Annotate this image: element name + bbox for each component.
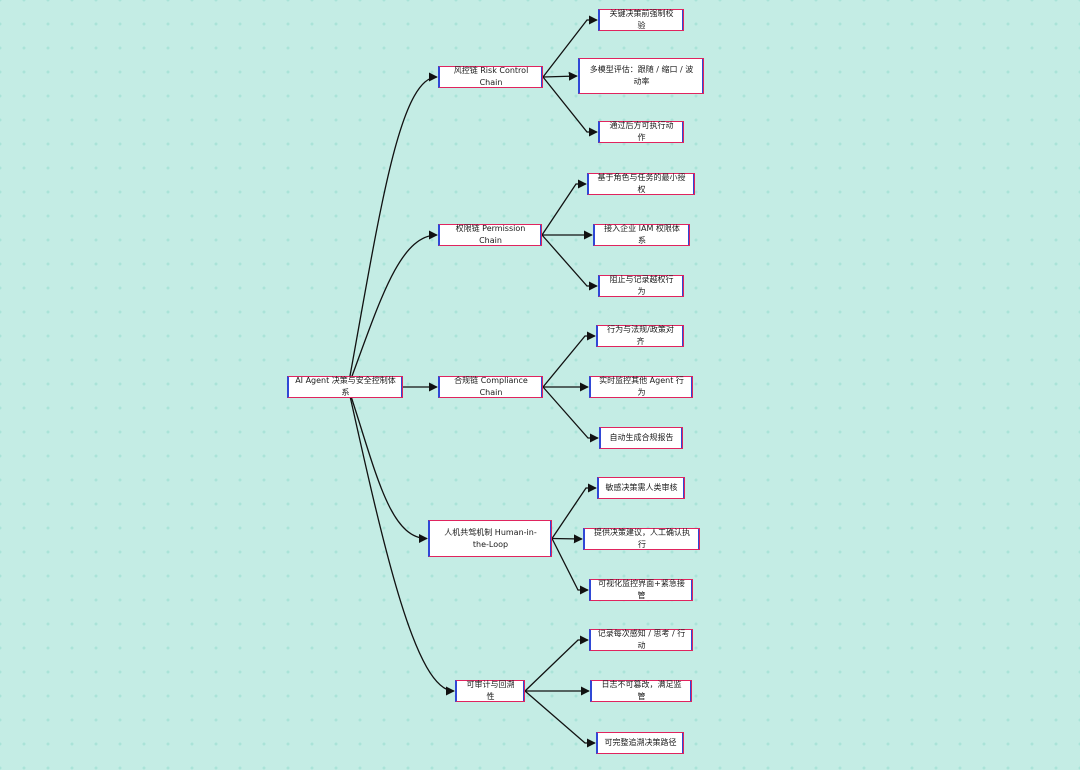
leaf-label: 记录每次感知 / 思考 / 行动 <box>597 629 686 650</box>
leaf-node[interactable]: 敏感决策需人类审核 <box>597 477 685 499</box>
leaf-label: 提供决策建议，人工确认执行 <box>594 528 690 549</box>
edge-root-branch <box>347 230 438 388</box>
leaf-node[interactable]: 可完整追溯决策路径 <box>596 732 684 754</box>
leaf-node[interactable]: 多模型评估：跟随 / 缩口 / 波动率 <box>578 58 704 94</box>
leaf-label: 自动生成合规报告 <box>609 433 674 442</box>
leaf-node[interactable]: 提供决策建议，人工确认执行 <box>583 528 700 550</box>
leaf-node[interactable]: 接入企业 IAM 权限体系 <box>593 224 690 246</box>
leaf-label: 关键决策前强制校验 <box>609 9 674 30</box>
branch-label: 风控链 Risk Control Chain <box>453 66 529 87</box>
edge-branch-leaf <box>524 690 596 748</box>
branch-label: 可审计与回溯性 <box>466 680 515 701</box>
leaf-node[interactable]: 自动生成合规报告 <box>599 427 683 449</box>
leaf-label: 接入企业 IAM 权限体系 <box>604 224 680 245</box>
root-node[interactable]: AI Agent 决策与安全控制体系 <box>287 376 403 398</box>
leaf-node[interactable]: 行为与法规/政策对齐 <box>596 325 684 347</box>
leaf-label: 多模型评估：跟随 / 缩口 / 波动率 <box>589 65 694 86</box>
branch-label: 合规链 Compliance Chain <box>454 376 528 397</box>
edge-branch-leaf <box>541 234 598 291</box>
edge-branch-leaf <box>542 71 578 81</box>
leaf-label: 日志不可篡改，满足监管 <box>601 680 682 701</box>
leaf-node[interactable]: 基于角色与任务的最小授权 <box>587 173 695 195</box>
branch-label: 人机共驾机制 Human-in-the-Loop <box>444 527 537 549</box>
edge-branch-leaf <box>551 538 589 595</box>
leaf-node[interactable]: 日志不可篡改，满足监管 <box>590 680 692 702</box>
branch-risk-control[interactable]: 风控链 Risk Control Chain <box>438 66 543 88</box>
edge-branch-leaf <box>542 76 598 137</box>
edge-branch-leaf <box>542 331 596 388</box>
edge-branch-leaf <box>551 483 597 539</box>
leaf-node[interactable]: 记录每次感知 / 思考 / 行动 <box>589 629 693 651</box>
leaf-node[interactable]: 关键决策前强制校验 <box>598 9 684 31</box>
branch-label: 权限链 Permission Chain <box>455 224 526 245</box>
leaf-node[interactable]: 通过后方可执行动作 <box>598 121 684 143</box>
edge-branch-leaf <box>524 635 589 692</box>
branch-compliance[interactable]: 合规链 Compliance Chain <box>438 376 543 398</box>
edge-branch-leaf <box>542 386 599 443</box>
edge-branch-leaf <box>541 179 587 236</box>
leaf-label: 可完整追溯决策路径 <box>604 738 677 747</box>
leaf-label: 实时监控其他 Agent 行为 <box>599 376 684 397</box>
edge-branch-leaf <box>542 15 598 78</box>
leaf-node[interactable]: 可视化监控界面+紧急接管 <box>589 579 693 601</box>
leaf-label: 敏感决策需人类审核 <box>605 483 678 492</box>
leaf-node[interactable]: 实时监控其他 Agent 行为 <box>589 376 693 398</box>
branch-human-in-the-loop[interactable]: 人机共驾机制 Human-in-the-Loop <box>428 520 552 557</box>
root-node-label: AI Agent 决策与安全控制体系 <box>295 376 396 397</box>
branch-permission[interactable]: 权限链 Permission Chain <box>438 224 542 246</box>
edge-root-branch <box>347 386 428 544</box>
branch-auditability[interactable]: 可审计与回溯性 <box>455 680 525 702</box>
leaf-label: 阻止与记录越权行为 <box>609 275 674 296</box>
leaf-label: 可视化监控界面+紧急接管 <box>598 579 685 600</box>
leaf-label: 基于角色与任务的最小授权 <box>597 173 686 194</box>
leaf-node[interactable]: 阻止与记录越权行为 <box>598 275 684 297</box>
edge-branch-leaf <box>551 534 583 544</box>
leaf-label: 行为与法规/政策对齐 <box>607 325 674 346</box>
edge-root-branch <box>347 72 438 388</box>
leaf-label: 通过后方可执行动作 <box>609 121 674 142</box>
edge-root-branch <box>347 386 455 696</box>
